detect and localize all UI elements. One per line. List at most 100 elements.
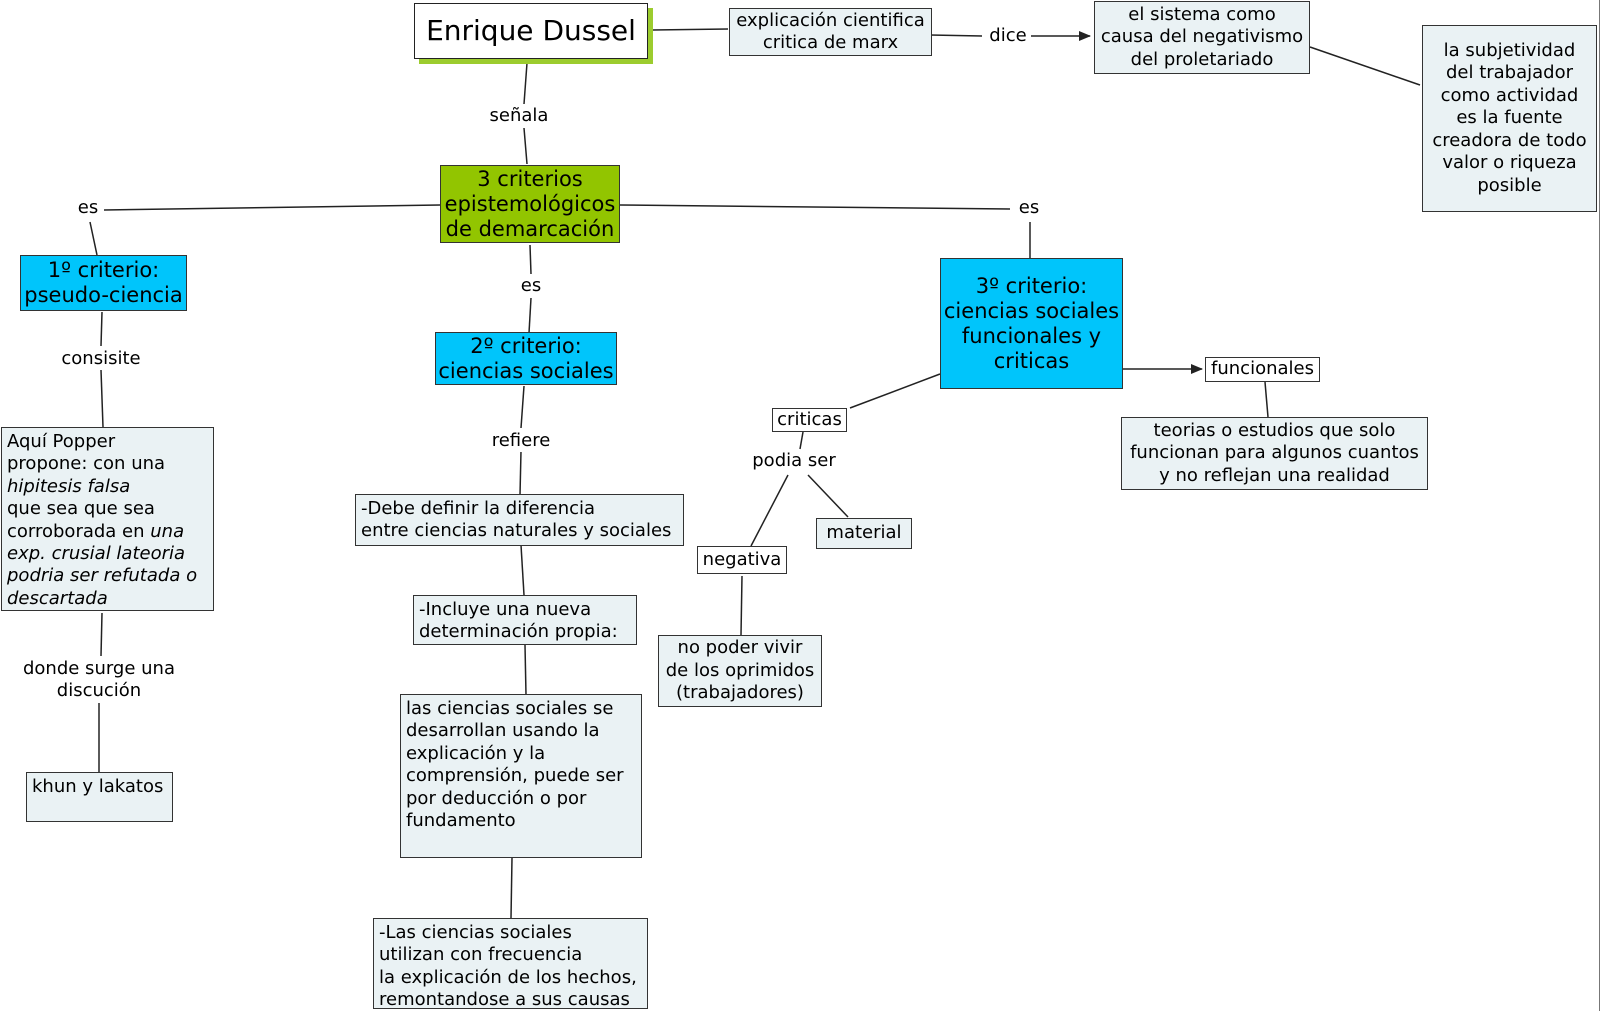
node-label: explicación y la xyxy=(406,742,546,764)
link-label-consisite: consisite xyxy=(58,348,144,370)
connector-criticas-podia xyxy=(799,431,804,450)
node-label: ciencias sociales xyxy=(943,298,1120,323)
connector-title-senala xyxy=(523,62,528,105)
connector-sistema-subjetividad xyxy=(1309,46,1421,86)
node-label-italic: podria ser refutada o xyxy=(7,565,197,587)
node-label: podria ser refutada o xyxy=(7,565,198,587)
node-label: fundamento xyxy=(406,810,516,832)
connector-incluye-desarrollan xyxy=(524,644,527,696)
link-label-es-left: es xyxy=(74,197,102,219)
subjetividad-node[interactable]: la subjetividad del trabajador como acti… xyxy=(1422,25,1597,212)
incluye-node[interactable]: -Incluye una nueva determinación propia: xyxy=(413,595,637,645)
node-label: valor o riqueza xyxy=(1442,152,1577,174)
connector-popper-donde xyxy=(100,612,103,657)
node-label: negativa xyxy=(702,548,782,570)
connector-definir-incluye xyxy=(520,544,525,596)
criterio-1-node[interactable]: 1º criterio: pseudo-ciencia xyxy=(20,255,187,311)
node-label: 3 criterios xyxy=(477,166,583,191)
material-node[interactable]: material xyxy=(816,518,912,549)
khun-lakatos-node[interactable]: khun y lakatos xyxy=(26,772,173,822)
link-label-podia-ser: podia ser xyxy=(749,450,839,472)
node-label: hipitesis falsa xyxy=(7,475,131,497)
node-label-mixed: corroborada en una xyxy=(7,521,184,543)
node-label: remontandose a sus causas xyxy=(379,989,630,1011)
node-label-italic: exp. crusial lateoria xyxy=(7,543,185,565)
node-label: el sistema como xyxy=(1128,3,1276,25)
node-label: teorias o estudios que solo xyxy=(1153,419,1396,441)
node-label: (trabajadores) xyxy=(676,682,804,704)
connector-c3-criticas xyxy=(849,373,941,409)
node-label: funcionales xyxy=(1211,358,1314,380)
connector-criterios-es-mid xyxy=(529,244,532,275)
node-label: y no reflejan una realidad xyxy=(1159,464,1390,486)
node-label: causa del negativismo xyxy=(1100,26,1304,48)
node-label: criticas xyxy=(777,408,842,430)
sistema-node[interactable]: el sistema como causa del negativismo de… xyxy=(1094,1,1310,74)
node-label: criticas xyxy=(993,348,1070,373)
link-label-refiere: refiere xyxy=(488,430,554,452)
node-label: propone: con una xyxy=(7,453,166,475)
link-label-donde-surge: donde surge una discución xyxy=(19,658,179,702)
node-label: la explicación de los hechos, xyxy=(379,966,637,988)
connector-podia-negativa xyxy=(750,474,789,547)
connector-refiere-definir xyxy=(519,450,522,496)
negativa-node[interactable]: negativa xyxy=(697,546,787,574)
node-label: material xyxy=(826,522,902,544)
connector-senala-criterios xyxy=(523,127,528,165)
node-label: determinación propia: xyxy=(419,621,618,643)
node-label: las ciencias sociales se xyxy=(406,698,614,719)
node-label: explicación cientifica xyxy=(736,9,925,31)
node-label: exp. crusial lateoria xyxy=(7,543,186,565)
node-label: desarrollan usando la xyxy=(406,720,600,742)
node-label: funcionan para algunos cuantos xyxy=(1130,442,1419,464)
node-label: Aquí Popper xyxy=(7,431,116,452)
node-label: la subjetividad xyxy=(1443,40,1576,62)
popper-node[interactable]: Aquí Popper propone: con una hipitesis f… xyxy=(1,427,214,611)
node-label: pseudo-ciencia xyxy=(24,283,183,307)
explicacion-node[interactable]: explicación cientifica critica de marx xyxy=(729,8,932,56)
node-label: critica de marx xyxy=(762,32,899,53)
node-label: del proletariado xyxy=(1130,48,1274,70)
oprimidos-node[interactable]: no poder vivir de los oprimidos (trabaja… xyxy=(658,635,822,707)
node-label-italic: hipitesis falsa xyxy=(7,476,130,498)
node-label: es la fuente xyxy=(1456,107,1563,129)
node-label: -Las ciencias sociales xyxy=(379,922,572,943)
node-label: 1º criterio: xyxy=(47,258,160,282)
node-label: comprensión, puede ser xyxy=(406,765,624,787)
definir-node[interactable]: -Debe definir la diferencia entre cienci… xyxy=(355,494,684,546)
node-label: de demarcación xyxy=(445,216,615,241)
desarrollan-node[interactable]: las ciencias sociales se desarrollan usa… xyxy=(400,694,642,858)
teorias-node[interactable]: teorias o estudios que solo funcionan pa… xyxy=(1121,417,1428,490)
connector-negativa-oprimidos xyxy=(740,575,743,636)
link-label-line: discución xyxy=(56,680,142,701)
link-label-senala: señala xyxy=(486,105,552,127)
node-label: del trabajador xyxy=(1445,62,1574,84)
node-label: -Debe definir la diferencia xyxy=(361,498,596,519)
criticas-node[interactable]: criticas xyxy=(772,408,847,432)
link-label-line: donde surge una xyxy=(22,658,176,679)
criterio-2-node[interactable]: 2º criterio: ciencias sociales xyxy=(435,332,617,385)
node-label: 3º criterio: xyxy=(975,273,1088,298)
funcionales-node[interactable]: funcionales xyxy=(1205,357,1320,382)
tres-criterios-node[interactable]: 3 criterios epistemológicos de demarcaci… xyxy=(440,165,620,243)
connector-criterios-es-left xyxy=(103,204,441,211)
link-label-es-right: es xyxy=(1015,197,1043,219)
enrique-dussel-node[interactable]: Enrique Dussel xyxy=(414,3,648,59)
node-label: 2º criterio: xyxy=(470,333,582,358)
connector-desarrollan-utilizan xyxy=(510,857,513,919)
node-label: posible xyxy=(1477,174,1542,196)
utilizan-node[interactable]: -Las ciencias sociales utilizan con frec… xyxy=(373,918,648,1011)
node-label: corroborada en xyxy=(7,520,151,542)
connector-funcionales-teorias xyxy=(1264,381,1269,418)
node-label: creadora de todo xyxy=(1432,129,1587,151)
node-label: por deducción o por xyxy=(406,787,587,809)
node-label: que sea que sea xyxy=(7,498,155,520)
connector-explicacion-dice xyxy=(929,34,983,37)
node-label: khun y lakatos xyxy=(32,776,164,797)
connector-consisite-popper xyxy=(100,369,104,428)
node-label: como actividad xyxy=(1440,84,1579,106)
criterio-3-node[interactable]: 3º criterio: ciencias sociales funcional… xyxy=(940,258,1123,389)
link-label-es-mid: es xyxy=(517,275,545,297)
node-label: epistemológicos xyxy=(444,191,616,216)
connector-title-explicacion xyxy=(651,28,729,31)
